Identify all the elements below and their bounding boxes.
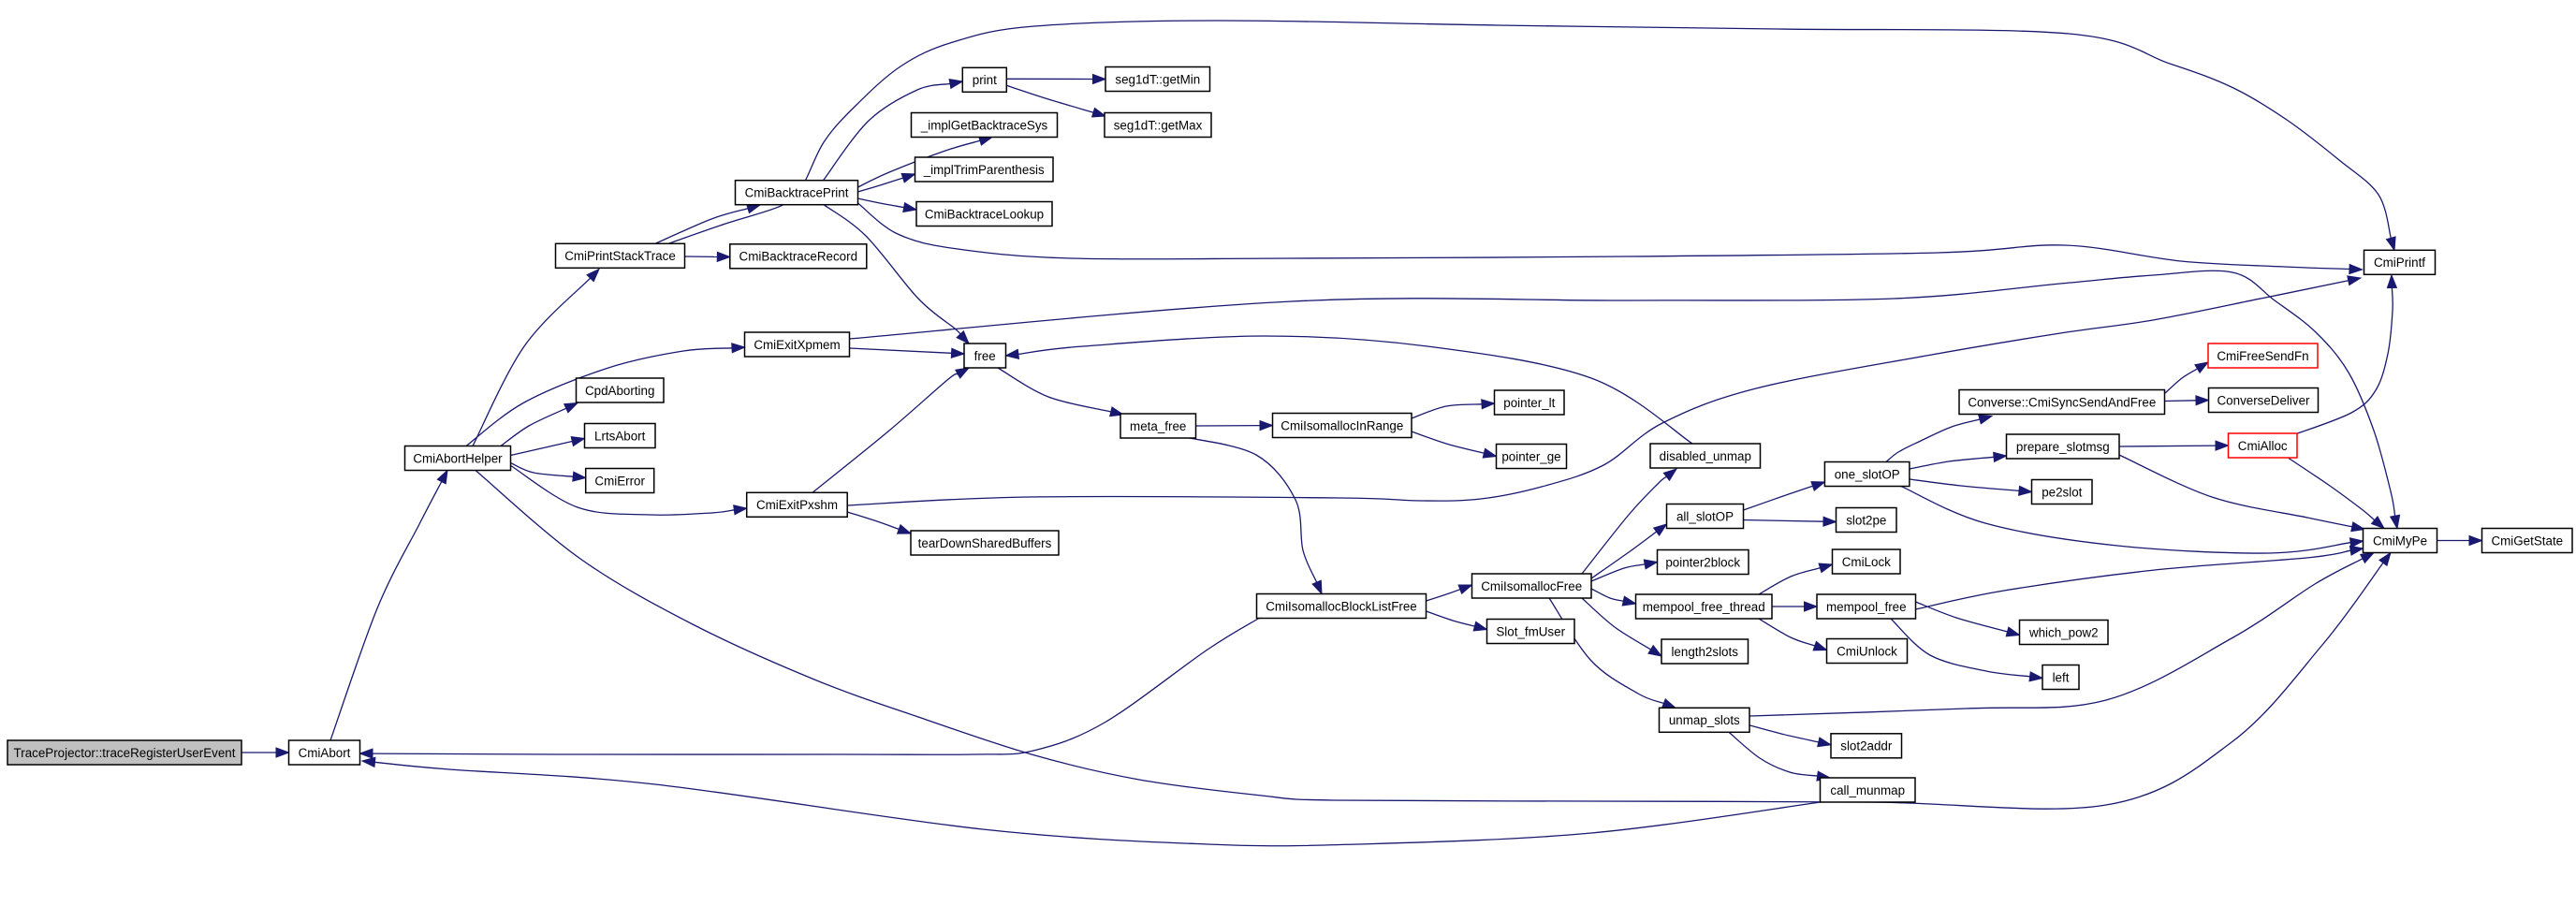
svg-text:unmap_slots: unmap_slots: [1669, 713, 1740, 727]
svg-text:tearDownSharedBuffers: tearDownSharedBuffers: [918, 536, 1052, 550]
svg-text:prepare_slotmsg: prepare_slotmsg: [2016, 440, 2110, 454]
svg-text:CmiAbortHelper: CmiAbortHelper: [413, 451, 503, 465]
svg-text:pe2slot: pe2slot: [2042, 485, 2082, 499]
svg-text:CmiExitPxshm: CmiExitPxshm: [756, 498, 838, 512]
svg-text:slot2addr: slot2addr: [1840, 739, 1893, 753]
svg-text:print: print: [973, 73, 997, 87]
svg-text:one_slotOP: one_slotOP: [1835, 467, 1900, 481]
svg-text:mempool_free: mempool_free: [1826, 600, 1907, 614]
svg-text:CmiPrintf: CmiPrintf: [2374, 256, 2425, 270]
svg-text:Converse::CmiSyncSendAndFree: Converse::CmiSyncSendAndFree: [1968, 395, 2156, 409]
svg-text:CmiGetState: CmiGetState: [2491, 534, 2563, 548]
svg-text:pointer2block: pointer2block: [1665, 555, 1740, 569]
svg-text:length2slots: length2slots: [1671, 645, 1738, 659]
svg-text:CmiMyPe: CmiMyPe: [2373, 534, 2427, 548]
svg-text:meta_free: meta_free: [1130, 419, 1186, 433]
svg-text:CpdAborting: CpdAborting: [585, 384, 654, 398]
svg-text:CmiAbort: CmiAbort: [299, 746, 351, 760]
svg-text:CmiBacktraceRecord: CmiBacktraceRecord: [739, 250, 858, 264]
svg-text:ConverseDeliver: ConverseDeliver: [2217, 393, 2311, 407]
svg-text:LrtsAbort: LrtsAbort: [594, 429, 646, 443]
svg-text:CmiPrintStackTrace: CmiPrintStackTrace: [564, 249, 676, 263]
svg-text:pointer_lt: pointer_lt: [1503, 396, 1555, 410]
svg-text:CmiBacktraceLookup: CmiBacktraceLookup: [925, 207, 1044, 221]
svg-text:CmiIsomallocInRange: CmiIsomallocInRange: [1281, 418, 1403, 432]
svg-text:call_munmap: call_munmap: [1830, 783, 1905, 797]
svg-text:CmiIsomallocBlockListFree: CmiIsomallocBlockListFree: [1266, 599, 1416, 613]
svg-text:Slot_fmUser: Slot_fmUser: [1496, 624, 1565, 638]
svg-text:pointer_ge: pointer_ge: [1501, 449, 1560, 463]
svg-text:free: free: [974, 349, 996, 363]
svg-text:seg1dT::getMax: seg1dT::getMax: [1114, 118, 1203, 132]
svg-text:CmiFreeSendFn: CmiFreeSendFn: [2217, 349, 2308, 363]
svg-text:CmiAlloc: CmiAlloc: [2238, 439, 2288, 453]
svg-text:CmiLock: CmiLock: [1842, 555, 1891, 569]
svg-text:CmiError: CmiError: [594, 474, 645, 488]
svg-text:left: left: [2053, 670, 2070, 684]
svg-text:mempool_free_thread: mempool_free_thread: [1643, 600, 1765, 614]
svg-text:CmiIsomallocFree: CmiIsomallocFree: [1481, 579, 1582, 593]
svg-text:CmiBacktracePrint: CmiBacktracePrint: [745, 186, 849, 200]
svg-text:CmiUnlock: CmiUnlock: [1837, 644, 1897, 658]
svg-text:TraceProjector::traceRegisterU: TraceProjector::traceRegisterUserEvent: [14, 746, 236, 760]
svg-text:_implTrimParenthesis: _implTrimParenthesis: [923, 163, 1045, 177]
svg-text:CmiExitXpmem: CmiExitXpmem: [754, 338, 840, 352]
svg-text:_implGetBacktraceSys: _implGetBacktraceSys: [920, 118, 1048, 132]
svg-text:which_pow2: which_pow2: [2028, 625, 2099, 639]
svg-text:seg1dT::getMin: seg1dT::getMin: [1115, 72, 1200, 86]
svg-text:slot2pe: slot2pe: [1846, 513, 1886, 527]
svg-text:disabled_unmap: disabled_unmap: [1660, 449, 1751, 463]
svg-text:all_slotOP: all_slotOP: [1676, 509, 1734, 523]
